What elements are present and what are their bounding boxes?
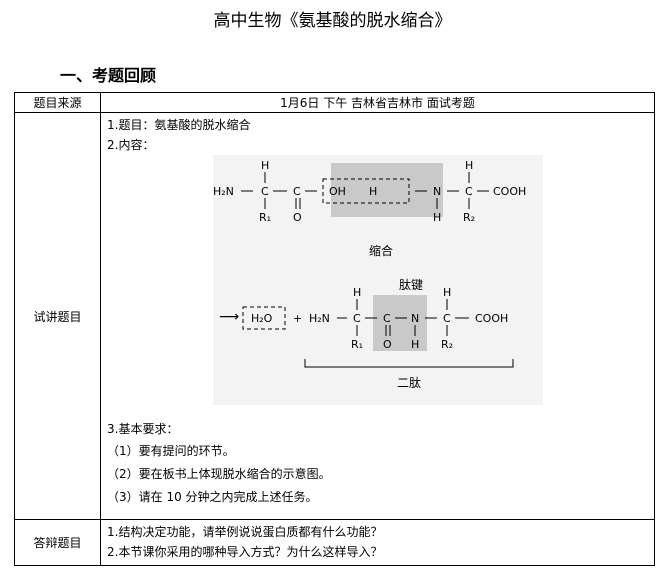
exam-table: 题目来源 1月6日 下午 吉林省吉林市 面试考题 试讲题目 1.题目：氨基酸的脱… xyxy=(14,92,655,566)
trial-label: 试讲题目 xyxy=(14,112,101,520)
defense-content: 1.结构决定功能，请举例说说蛋白质都有什么功能？ 2.本节课你采用的哪种导入方式… xyxy=(100,519,655,566)
bottom-c1: C xyxy=(353,312,361,325)
plus: + xyxy=(293,312,302,325)
top-h3: H xyxy=(465,159,473,172)
top-n: N xyxy=(433,185,441,198)
page-title: 高中生物《氨基酸的脱水缩合》 xyxy=(213,11,452,31)
source-label: 题目来源 xyxy=(14,92,101,113)
top-h1: H xyxy=(261,159,269,172)
trial-content: 1.题目：氨基酸的脱水缩合 2.内容： H₂N C H R₁ C xyxy=(100,112,655,520)
top-o: O xyxy=(293,211,302,224)
top-cooh: COOH xyxy=(493,185,526,198)
top-h2n: H₂N xyxy=(213,185,234,198)
dashed-box-water xyxy=(242,306,286,330)
bottom-o: O xyxy=(383,338,392,351)
top-c3: C xyxy=(465,185,473,198)
defense-label: 答辩题目 xyxy=(14,519,101,566)
bottom-h1: H xyxy=(353,286,361,299)
bottom-h2n: H₂N xyxy=(309,312,330,325)
topic-line: 1.题目：氨基酸的脱水缩合 xyxy=(107,118,251,132)
bottom-cooh: COOH xyxy=(475,312,508,325)
top-h-left: H xyxy=(369,185,377,198)
section-heading: 一、考题回顾 xyxy=(60,66,157,85)
defense-question-2: 2.本节课你采用的哪种导入方式？为什么这样导入？ xyxy=(107,545,383,559)
bottom-h3: H xyxy=(443,286,451,299)
arrow: ⟶ xyxy=(219,309,239,325)
bottom-c2: C xyxy=(383,312,391,325)
dipeptide-label: 二肽 xyxy=(397,375,421,390)
bottom-r1: R₁ xyxy=(351,338,363,351)
top-r1: R₁ xyxy=(259,211,271,224)
shade-top xyxy=(331,163,443,217)
requirement-2: （2）要在板书上体现脱水缩合的示意图。 xyxy=(107,467,331,481)
water: H₂O xyxy=(251,312,273,325)
top-c1: C xyxy=(261,185,269,198)
top-c2: C xyxy=(293,185,301,198)
requirements-label: 3.基本要求： xyxy=(107,422,179,436)
shade-bottom xyxy=(373,295,427,351)
defense-question-1: 1.结构决定功能，请举例说说蛋白质都有什么功能？ xyxy=(107,525,383,539)
peptide-bond-label: 肽键 xyxy=(399,277,423,292)
content-label: 2.内容： xyxy=(107,138,155,152)
requirement-3: （3）请在 10 分钟之内完成上述任务。 xyxy=(107,490,318,504)
dehydration-diagram: H₂N C H R₁ C O OH H N xyxy=(213,155,543,405)
top-h-n: H xyxy=(433,211,441,224)
bottom-h-n: H xyxy=(411,338,419,351)
dipeptide-bracket xyxy=(304,359,514,368)
requirement-1: （1）要有提问的环节。 xyxy=(107,444,235,458)
top-oh: OH xyxy=(329,185,346,198)
bottom-c3: C xyxy=(443,312,451,325)
bottom-n: N xyxy=(411,312,419,325)
dashed-box-top xyxy=(322,178,410,204)
top-r2: R₂ xyxy=(463,211,475,224)
bottom-r2: R₂ xyxy=(441,338,453,351)
condense-label: 缩合 xyxy=(369,243,393,258)
source-value: 1月6日 下午 吉林省吉林市 面试考题 xyxy=(100,92,655,113)
